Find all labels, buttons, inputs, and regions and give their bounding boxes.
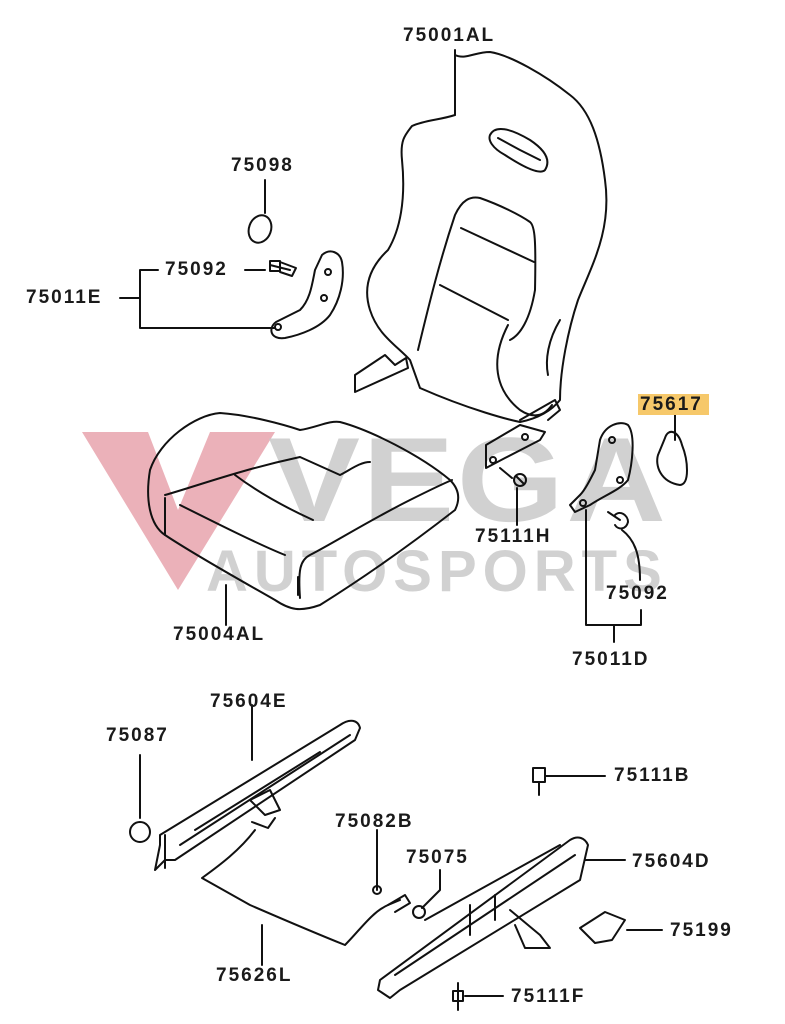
bracket-75011D <box>585 509 642 643</box>
label-75082B: 75082B <box>335 811 414 832</box>
vega-logo-v-icon <box>82 432 275 590</box>
label-75626L: 75626L <box>216 965 293 986</box>
label-75004AL: 75004AL <box>173 624 266 645</box>
clip-75082B-drawing <box>372 885 382 895</box>
leader-75092-right <box>621 529 641 581</box>
label-75111H: 75111H <box>475 526 552 547</box>
seat-cushion-drawing <box>147 412 460 611</box>
label-75098: 75098 <box>231 155 294 176</box>
nut-75075-drawing <box>412 905 426 919</box>
bracket-75011E <box>119 269 276 329</box>
pad-75199-drawing <box>579 911 626 944</box>
hinge-right-drawing <box>569 422 634 513</box>
wire-75626L-drawing <box>201 829 401 946</box>
label-75111B: 75111B <box>614 765 691 786</box>
label-75011D: 75011D <box>572 649 650 670</box>
label-75011E: 75011E <box>26 287 103 308</box>
highlight-75617: 75617 <box>638 394 709 415</box>
label-75604D: 75604D <box>632 851 711 872</box>
label-75087: 75087 <box>106 725 169 746</box>
rail-left-drawing <box>154 719 361 871</box>
label-75075: 75075 <box>406 847 469 868</box>
label-75092-right: 75092 <box>606 583 669 604</box>
bolt-75111F-drawing <box>452 982 464 1011</box>
label-75001AL: 75001AL <box>403 25 496 46</box>
label-75617: 75617 <box>638 394 709 415</box>
label-75199: 75199 <box>670 920 733 941</box>
bolt-75111B-drawing <box>532 767 546 796</box>
knob-75617-drawing <box>656 430 688 486</box>
hinge-left-drawing <box>269 250 344 340</box>
nut-75087-drawing <box>129 821 151 843</box>
label-75111F: 75111F <box>511 986 586 1007</box>
label-75604E: 75604E <box>210 691 288 712</box>
rail-right-drawing <box>377 836 589 999</box>
bolt-75092-right-drawing <box>607 511 629 530</box>
label-75092-left: 75092 <box>165 259 228 280</box>
hinge-bracket-center <box>485 424 546 487</box>
seatback-drawing <box>354 51 608 423</box>
